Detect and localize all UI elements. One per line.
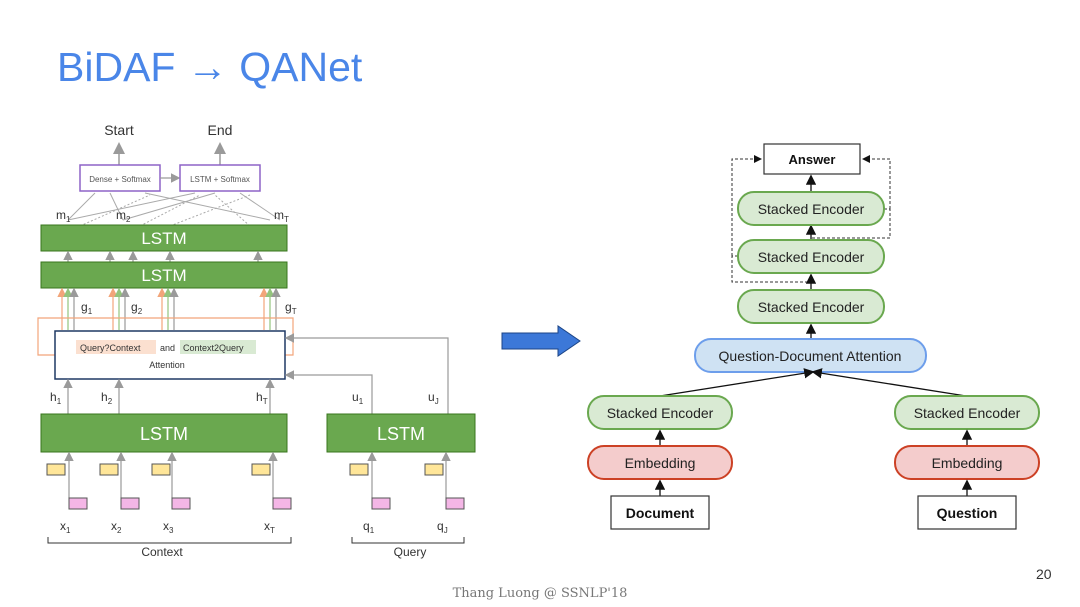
x1-label: x1 [60,519,71,535]
qd-attention-label: Question-Document Attention [719,348,902,364]
question-box [917,495,1017,530]
q2c-label: Query?Context [80,343,141,353]
m1-label: m1 [56,208,71,224]
gT-label: gT [285,300,297,316]
lstm-top-bar [40,224,288,252]
stacked-encoder-question [894,395,1040,430]
c2q-label: Context2Query [183,343,244,353]
lstm-context-bar [40,413,288,453]
document-box [610,495,710,530]
slide-title: BiDAF → QANet [57,44,363,90]
lstm-mid-label: LSTM [141,266,186,285]
stacked-encoder-document-label: Stacked Encoder [607,405,714,421]
c2q-highlight [180,340,256,354]
transition-arrow-icon [501,325,581,357]
question-label: Question [937,505,998,521]
lstm-top-label: LSTM [141,229,186,248]
stacked-encoder-bottom [737,289,885,324]
lstm-query-label: LSTM [377,424,425,444]
g1-label: g1 [81,300,93,316]
embedding-document [587,445,733,480]
hT-label: hT [256,390,268,406]
stacked-encoder-bottom-label: Stacked Encoder [758,299,865,315]
dense-softmax-label: Dense + Softmax [89,175,151,184]
stacked-encoder-middle-label: Stacked Encoder [758,249,865,265]
g2-label: g2 [131,300,143,316]
stacked-encoder-document [587,395,733,430]
page-number: 20 [1036,566,1052,582]
x3-label: x3 [163,519,174,535]
h1-label: h1 [50,390,62,406]
document-label: Document [626,505,695,521]
xT-label: xT [264,519,275,535]
stacked-encoder-question-label: Stacked Encoder [914,405,1021,421]
context-label: Context [141,545,183,559]
h2-label: h2 [101,390,113,406]
mT-label: mT [274,208,289,224]
embedding-question-label: Embedding [932,455,1003,471]
uJ-label: uJ [428,390,439,406]
u1-label: u1 [352,390,364,406]
answer-label: Answer [789,152,836,167]
stacked-encoder-top [737,191,885,226]
context-brace [47,537,292,544]
lstm-softmax-label: LSTM + Softmax [190,175,250,184]
query-label: Query [394,545,427,559]
query-brace [351,537,465,544]
embedding-question [894,445,1040,480]
attention-label: Attention [149,360,185,370]
qJ-label: qJ [437,519,448,535]
q2c-highlight [76,340,156,354]
footer-credit: Thang Luong @ SSNLP'18 [452,586,628,601]
start-label: Start [104,122,134,138]
lstm-query-bar [326,413,476,453]
attention-box [54,330,286,380]
m2-label: m2 [116,208,131,224]
and-label: and [160,343,175,353]
x2-label: x2 [111,519,122,535]
end-label: End [208,122,233,138]
qanet-diagram: Answer Stacked Encoder Stacked Encoder S… [587,143,1040,530]
stacked-encoder-top-label: Stacked Encoder [758,201,865,217]
embedding-document-label: Embedding [625,455,696,471]
q1-label: q1 [363,519,375,535]
bidaf-diagram: Start End Dense + Softmax LSTM + Softmax… [37,122,476,559]
word-embedding-cells [46,463,465,510]
lstm-softmax-box [179,164,261,192]
lstm-context-label: LSTM [140,424,188,444]
stacked-encoder-middle [737,239,885,274]
answer-box [763,143,861,175]
